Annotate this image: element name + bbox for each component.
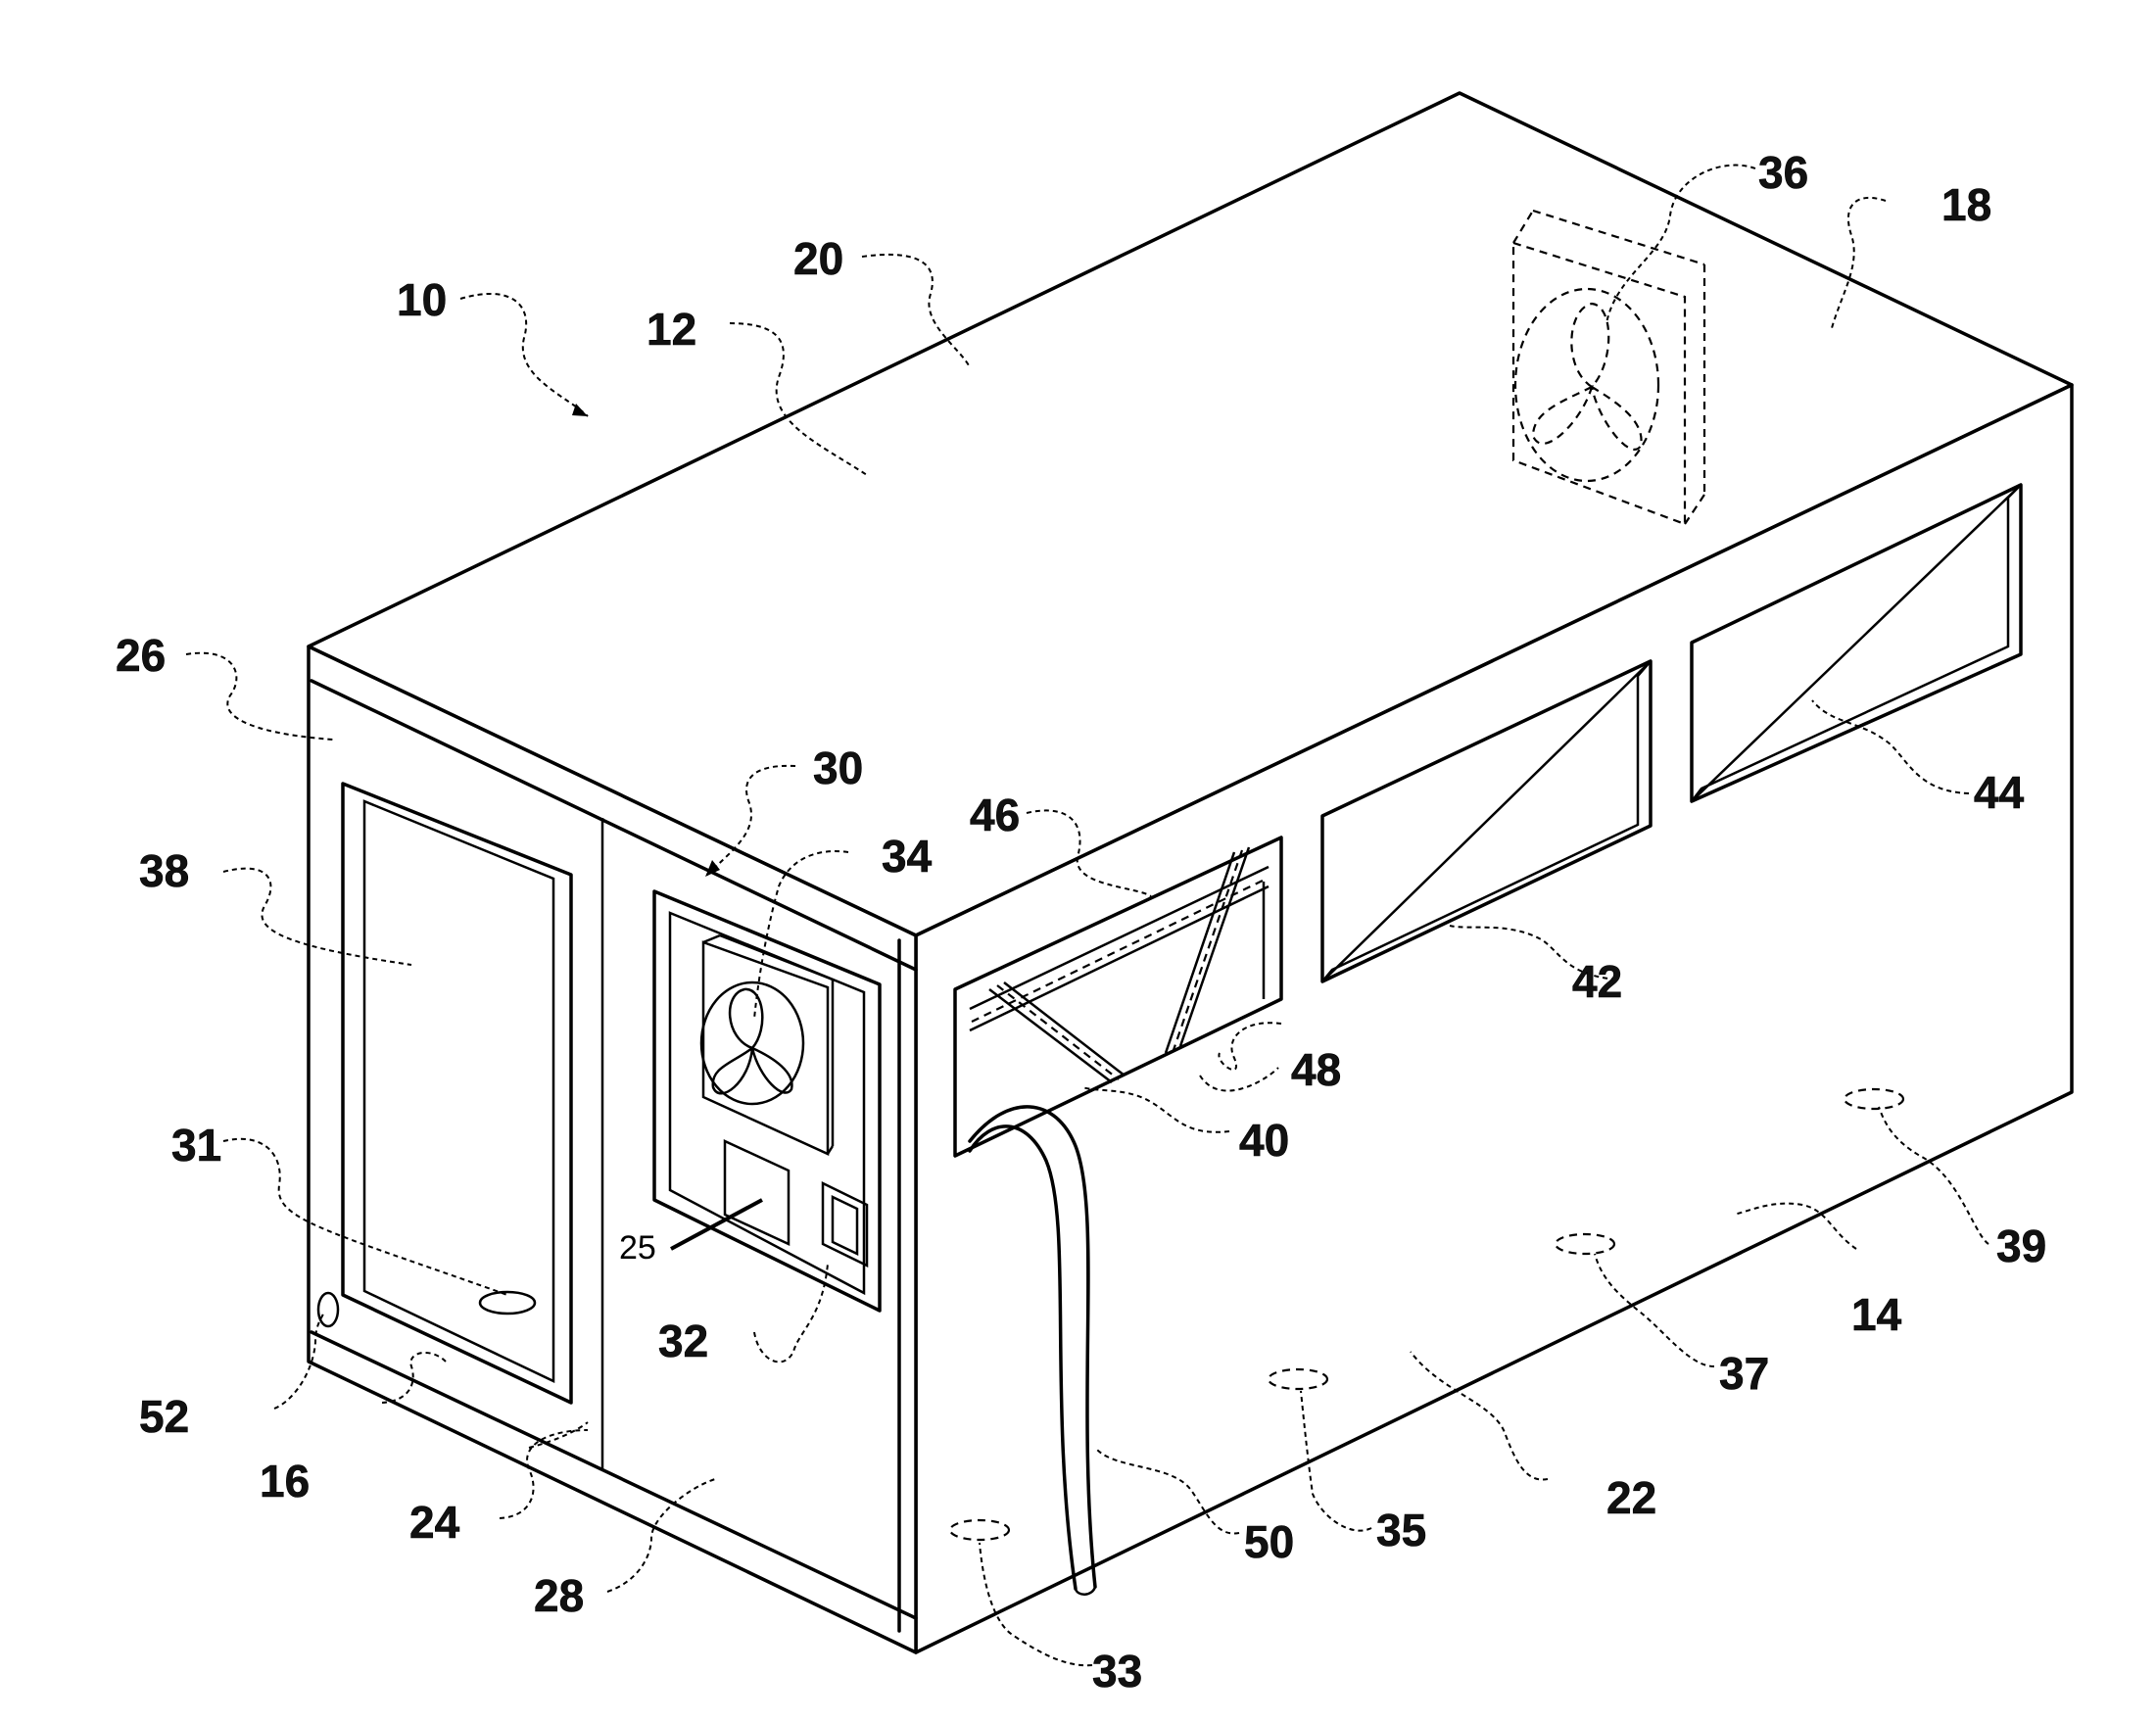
label-44: 44 xyxy=(1974,767,2025,818)
label-34: 34 xyxy=(882,831,933,882)
label-38: 38 xyxy=(139,845,189,896)
label-22: 22 xyxy=(1606,1472,1656,1523)
label-39: 39 xyxy=(1996,1220,2046,1271)
label-10: 10 xyxy=(397,274,447,325)
label-46: 46 xyxy=(970,789,1020,840)
label-42: 42 xyxy=(1572,956,1622,1007)
label-18: 18 xyxy=(1941,179,1991,230)
label-30: 30 xyxy=(813,742,863,793)
label-33: 33 xyxy=(1092,1646,1142,1697)
label-32: 32 xyxy=(658,1315,708,1366)
label-35: 35 xyxy=(1376,1505,1426,1555)
label-20: 20 xyxy=(793,233,843,284)
label-12: 12 xyxy=(647,304,696,355)
label-48: 48 xyxy=(1291,1044,1341,1095)
label-36: 36 xyxy=(1758,147,1808,198)
label-14: 14 xyxy=(1851,1289,1902,1340)
label-37: 37 xyxy=(1719,1348,1769,1399)
label-25: 25 xyxy=(619,1229,656,1267)
label-50: 50 xyxy=(1244,1516,1294,1567)
label-28: 28 xyxy=(534,1570,584,1621)
label-31: 31 xyxy=(171,1120,221,1171)
label-52: 52 xyxy=(139,1391,189,1442)
label-40: 40 xyxy=(1239,1115,1289,1166)
label-24: 24 xyxy=(409,1497,460,1548)
label-16: 16 xyxy=(260,1456,310,1507)
enclosure xyxy=(309,93,2072,1652)
label-26: 26 xyxy=(116,630,166,681)
